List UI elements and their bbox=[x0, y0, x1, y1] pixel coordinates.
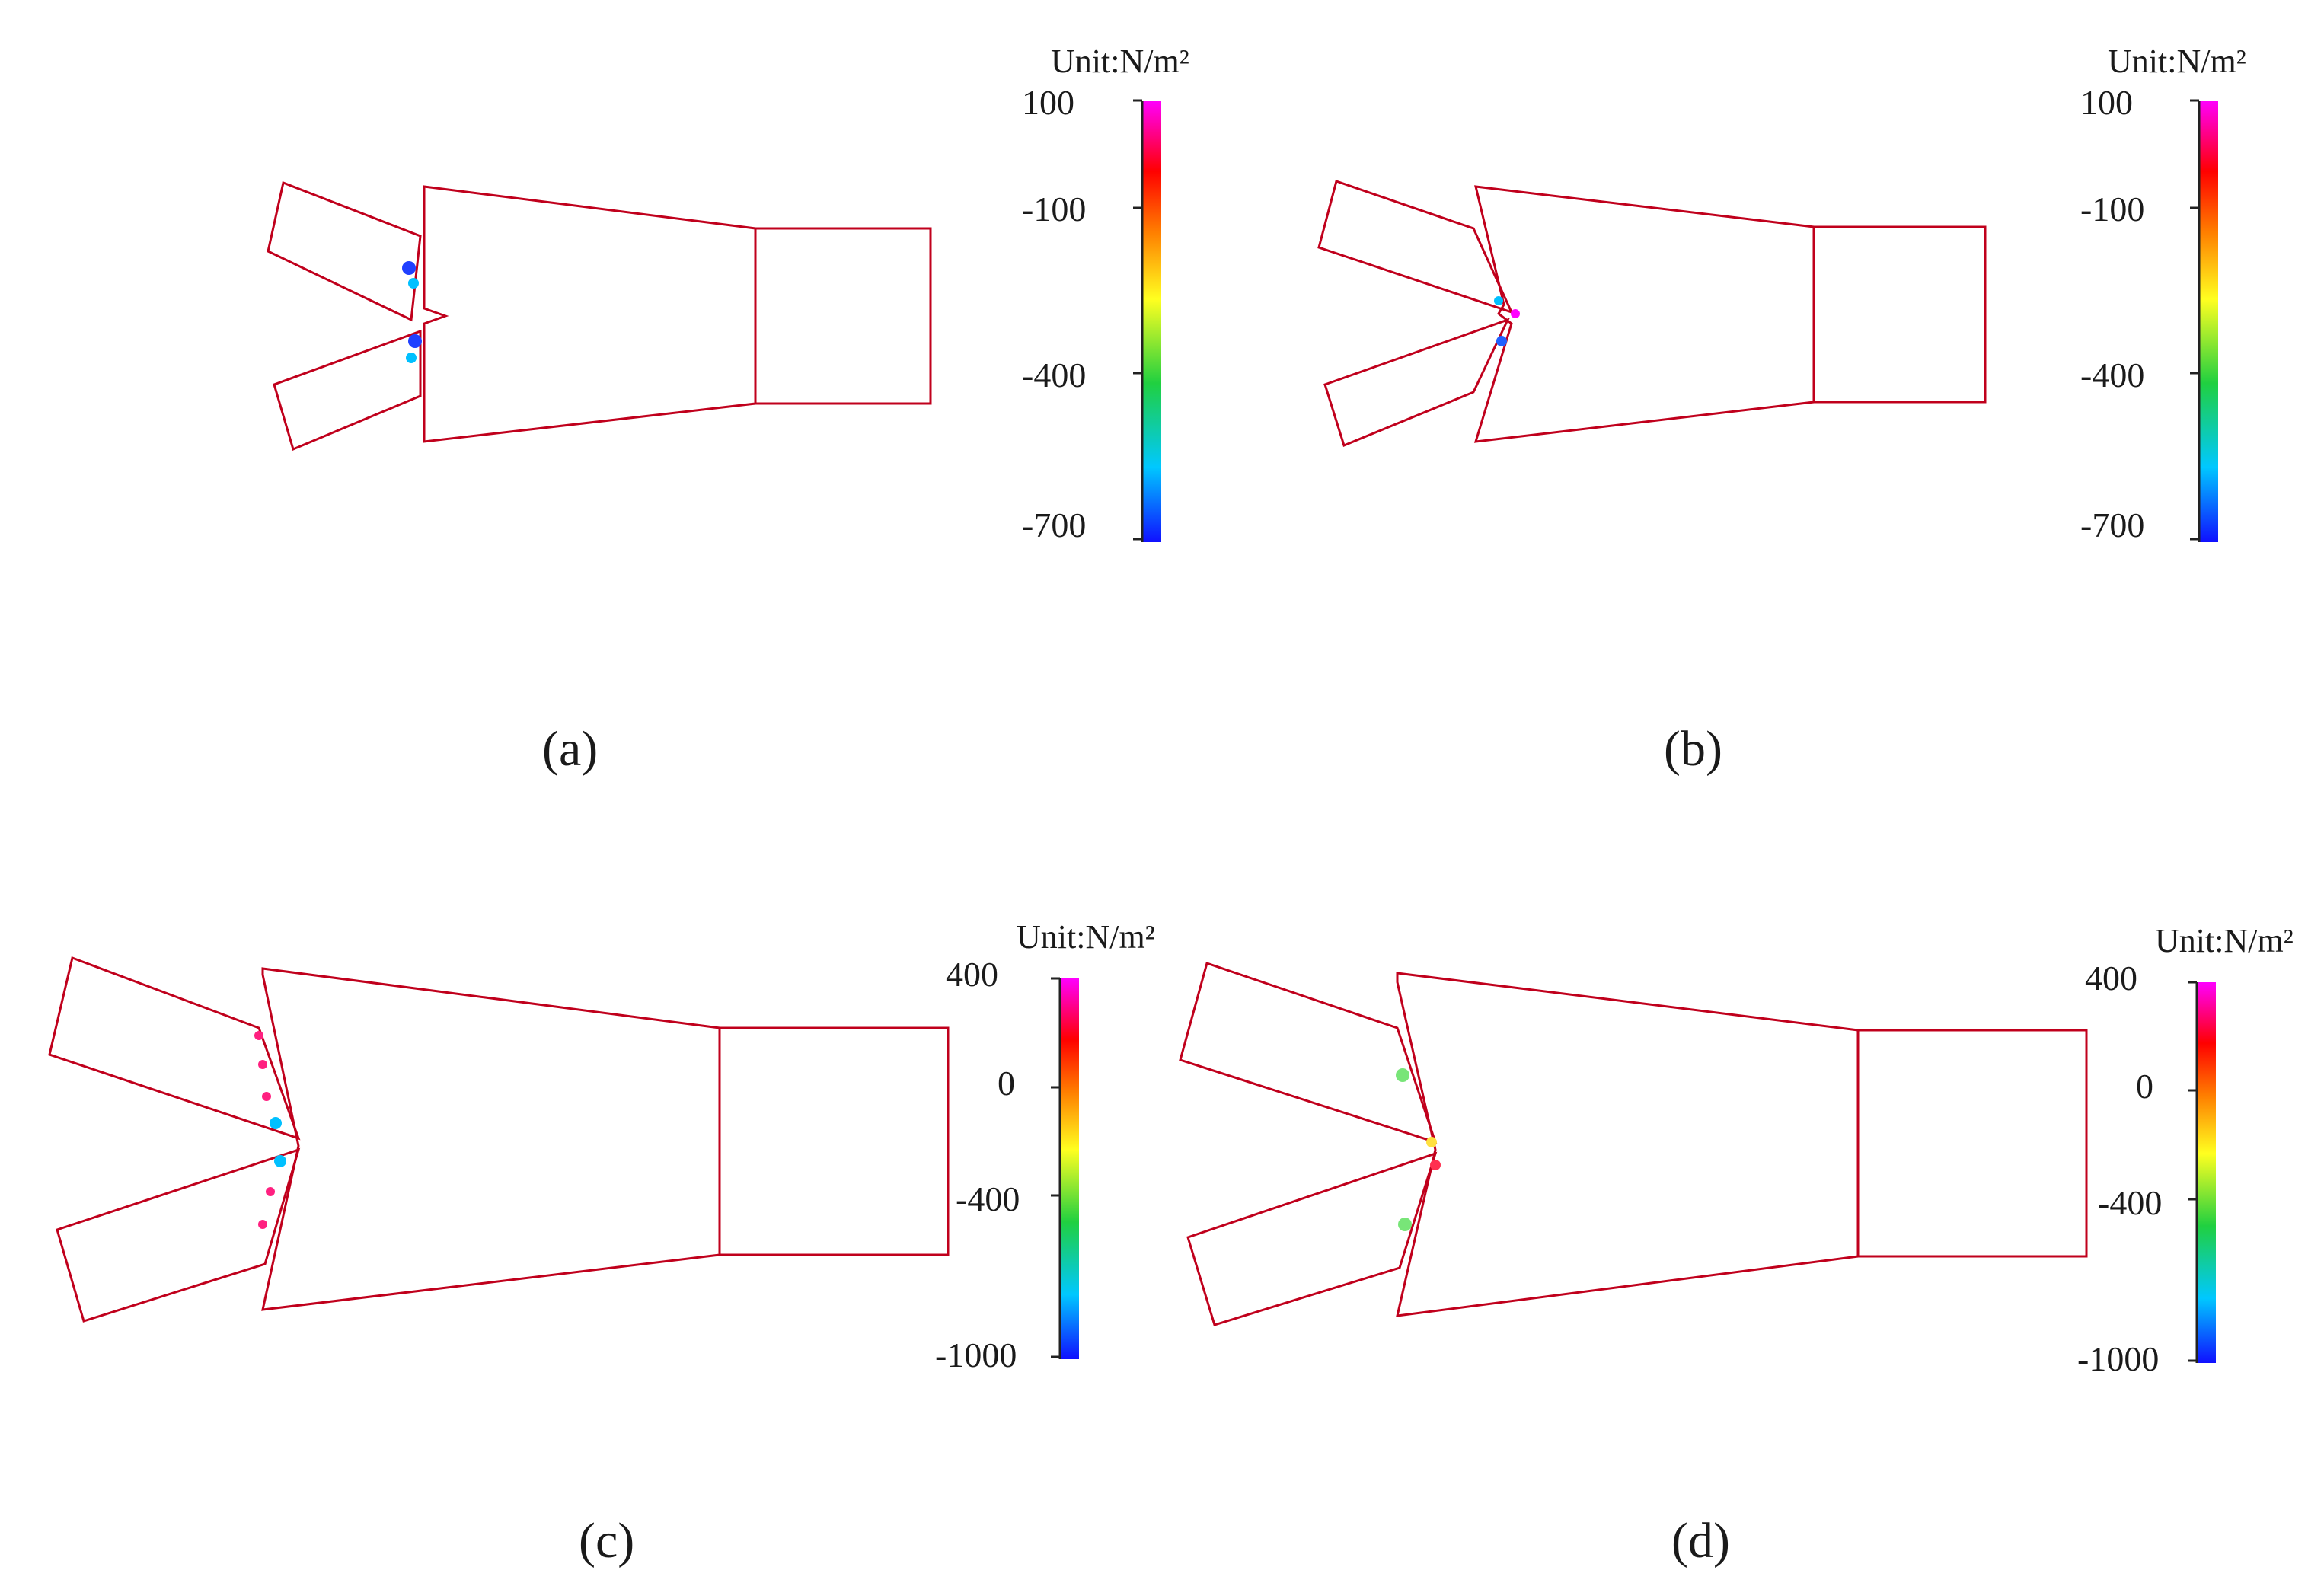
flow-geometry-a bbox=[267, 180, 932, 452]
hotspot-b2 bbox=[1496, 336, 1507, 346]
colorbar-a: Unit:N/m² 100 -100 -400 -700 bbox=[1022, 43, 1189, 544]
main-body-a bbox=[423, 185, 757, 443]
panel-a: Unit:N/m² 100 -100 -400 -700 (a) bbox=[267, 43, 1189, 777]
colorbar-b: Unit:N/m² 100 -100 -400 -700 bbox=[2080, 43, 2246, 544]
colorbar-tick-d-1: 0 bbox=[2136, 1067, 2153, 1106]
inlet-upper-a bbox=[267, 180, 422, 322]
main-body-c bbox=[261, 967, 721, 1311]
caption-b: (b) bbox=[1664, 721, 1722, 777]
colorbar-tick-c-3: -1000 bbox=[935, 1336, 1017, 1374]
panel-c: Unit:N/m² 400 0 -400 -1000 (c) bbox=[48, 918, 1155, 1569]
colorbar-gradient-a bbox=[1142, 101, 1161, 542]
inlet-upper-c bbox=[48, 956, 301, 1141]
inlet-lower-b bbox=[1323, 318, 1510, 448]
hotspot-a4 bbox=[406, 353, 417, 363]
colorbar-unit-c: Unit:N/m² bbox=[1017, 918, 1155, 956]
colorbar-gradient-d bbox=[2197, 982, 2216, 1363]
colorbar-tick-a-0: 100 bbox=[1022, 83, 1074, 122]
colorbar-tick-a-2: -400 bbox=[1022, 356, 1086, 394]
hotspot-b3 bbox=[1511, 309, 1520, 318]
outlet-section-a bbox=[754, 227, 932, 405]
main-body-d bbox=[1396, 972, 1860, 1317]
hotspot-d1 bbox=[1396, 1068, 1409, 1082]
flow-geometry-c bbox=[48, 956, 950, 1323]
hotspot-c6 bbox=[266, 1187, 275, 1196]
flow-geometry-b bbox=[1317, 180, 1987, 448]
colorbar-tick-b-0: 100 bbox=[2080, 83, 2133, 122]
hotspot-a1 bbox=[402, 261, 416, 275]
colorbar-tick-d-0: 400 bbox=[2085, 959, 2137, 997]
caption-a: (a) bbox=[542, 721, 598, 777]
colorbar-tick-c-1: 0 bbox=[998, 1064, 1015, 1103]
colorbar-tick-b-1: -100 bbox=[2080, 190, 2144, 228]
flow-geometry-d bbox=[1179, 962, 2088, 1326]
colorbar-tick-c-2: -400 bbox=[956, 1179, 1020, 1218]
outlet-section-b bbox=[1812, 225, 1987, 404]
colorbar-d: Unit:N/m² 400 0 -400 -1000 bbox=[2077, 922, 2294, 1378]
panel-b: Unit:N/m² 100 -100 -400 -700 (b) bbox=[1317, 43, 2246, 777]
colorbar-unit-a: Unit:N/m² bbox=[1051, 43, 1189, 80]
colorbar-gradient-c bbox=[1060, 978, 1079, 1359]
hotspot-c2 bbox=[258, 1060, 267, 1069]
inlet-lower-c bbox=[56, 1147, 301, 1323]
outlet-section-d bbox=[1856, 1029, 2088, 1258]
colorbar-tick-d-2: -400 bbox=[2098, 1183, 2162, 1222]
hotspot-c5 bbox=[274, 1155, 286, 1167]
colorbar-unit-b: Unit:N/m² bbox=[2108, 43, 2246, 80]
inlet-upper-d bbox=[1179, 962, 1438, 1144]
colorbar-tick-a-1: -100 bbox=[1022, 190, 1086, 228]
panel-d: Unit:N/m² 400 0 -400 -1000 (d) bbox=[1179, 922, 2294, 1569]
hotspot-c1 bbox=[254, 1031, 263, 1040]
colorbar-tick-b-2: -400 bbox=[2080, 356, 2144, 394]
hotspot-b1 bbox=[1494, 296, 1503, 305]
colorbar-unit-d: Unit:N/m² bbox=[2155, 922, 2294, 959]
hotspot-c3 bbox=[262, 1092, 271, 1101]
hotspot-a3 bbox=[408, 334, 422, 348]
hotspot-c7 bbox=[258, 1220, 267, 1229]
hotspot-d3 bbox=[1430, 1160, 1441, 1170]
main-body-b bbox=[1473, 185, 1815, 443]
hotspot-d4 bbox=[1398, 1218, 1412, 1231]
colorbar-c: Unit:N/m² 400 0 -400 -1000 bbox=[935, 918, 1155, 1374]
caption-c: (c) bbox=[579, 1513, 634, 1569]
caption-d: (d) bbox=[1671, 1513, 1730, 1569]
colorbar-gradient-b bbox=[2199, 101, 2218, 542]
hotspot-c4 bbox=[270, 1117, 282, 1129]
outlet-section-c bbox=[718, 1026, 950, 1256]
inlet-lower-d bbox=[1186, 1151, 1438, 1326]
inlet-lower-a bbox=[273, 329, 422, 452]
hotspot-d2 bbox=[1426, 1137, 1437, 1147]
colorbar-tick-b-3: -700 bbox=[2080, 506, 2144, 544]
colorbar-tick-a-3: -700 bbox=[1022, 506, 1086, 544]
hotspot-a2 bbox=[408, 278, 419, 289]
colorbar-tick-d-3: -1000 bbox=[2077, 1339, 2159, 1378]
colorbar-tick-c-0: 400 bbox=[946, 955, 998, 994]
inlet-upper-b bbox=[1317, 180, 1514, 314]
